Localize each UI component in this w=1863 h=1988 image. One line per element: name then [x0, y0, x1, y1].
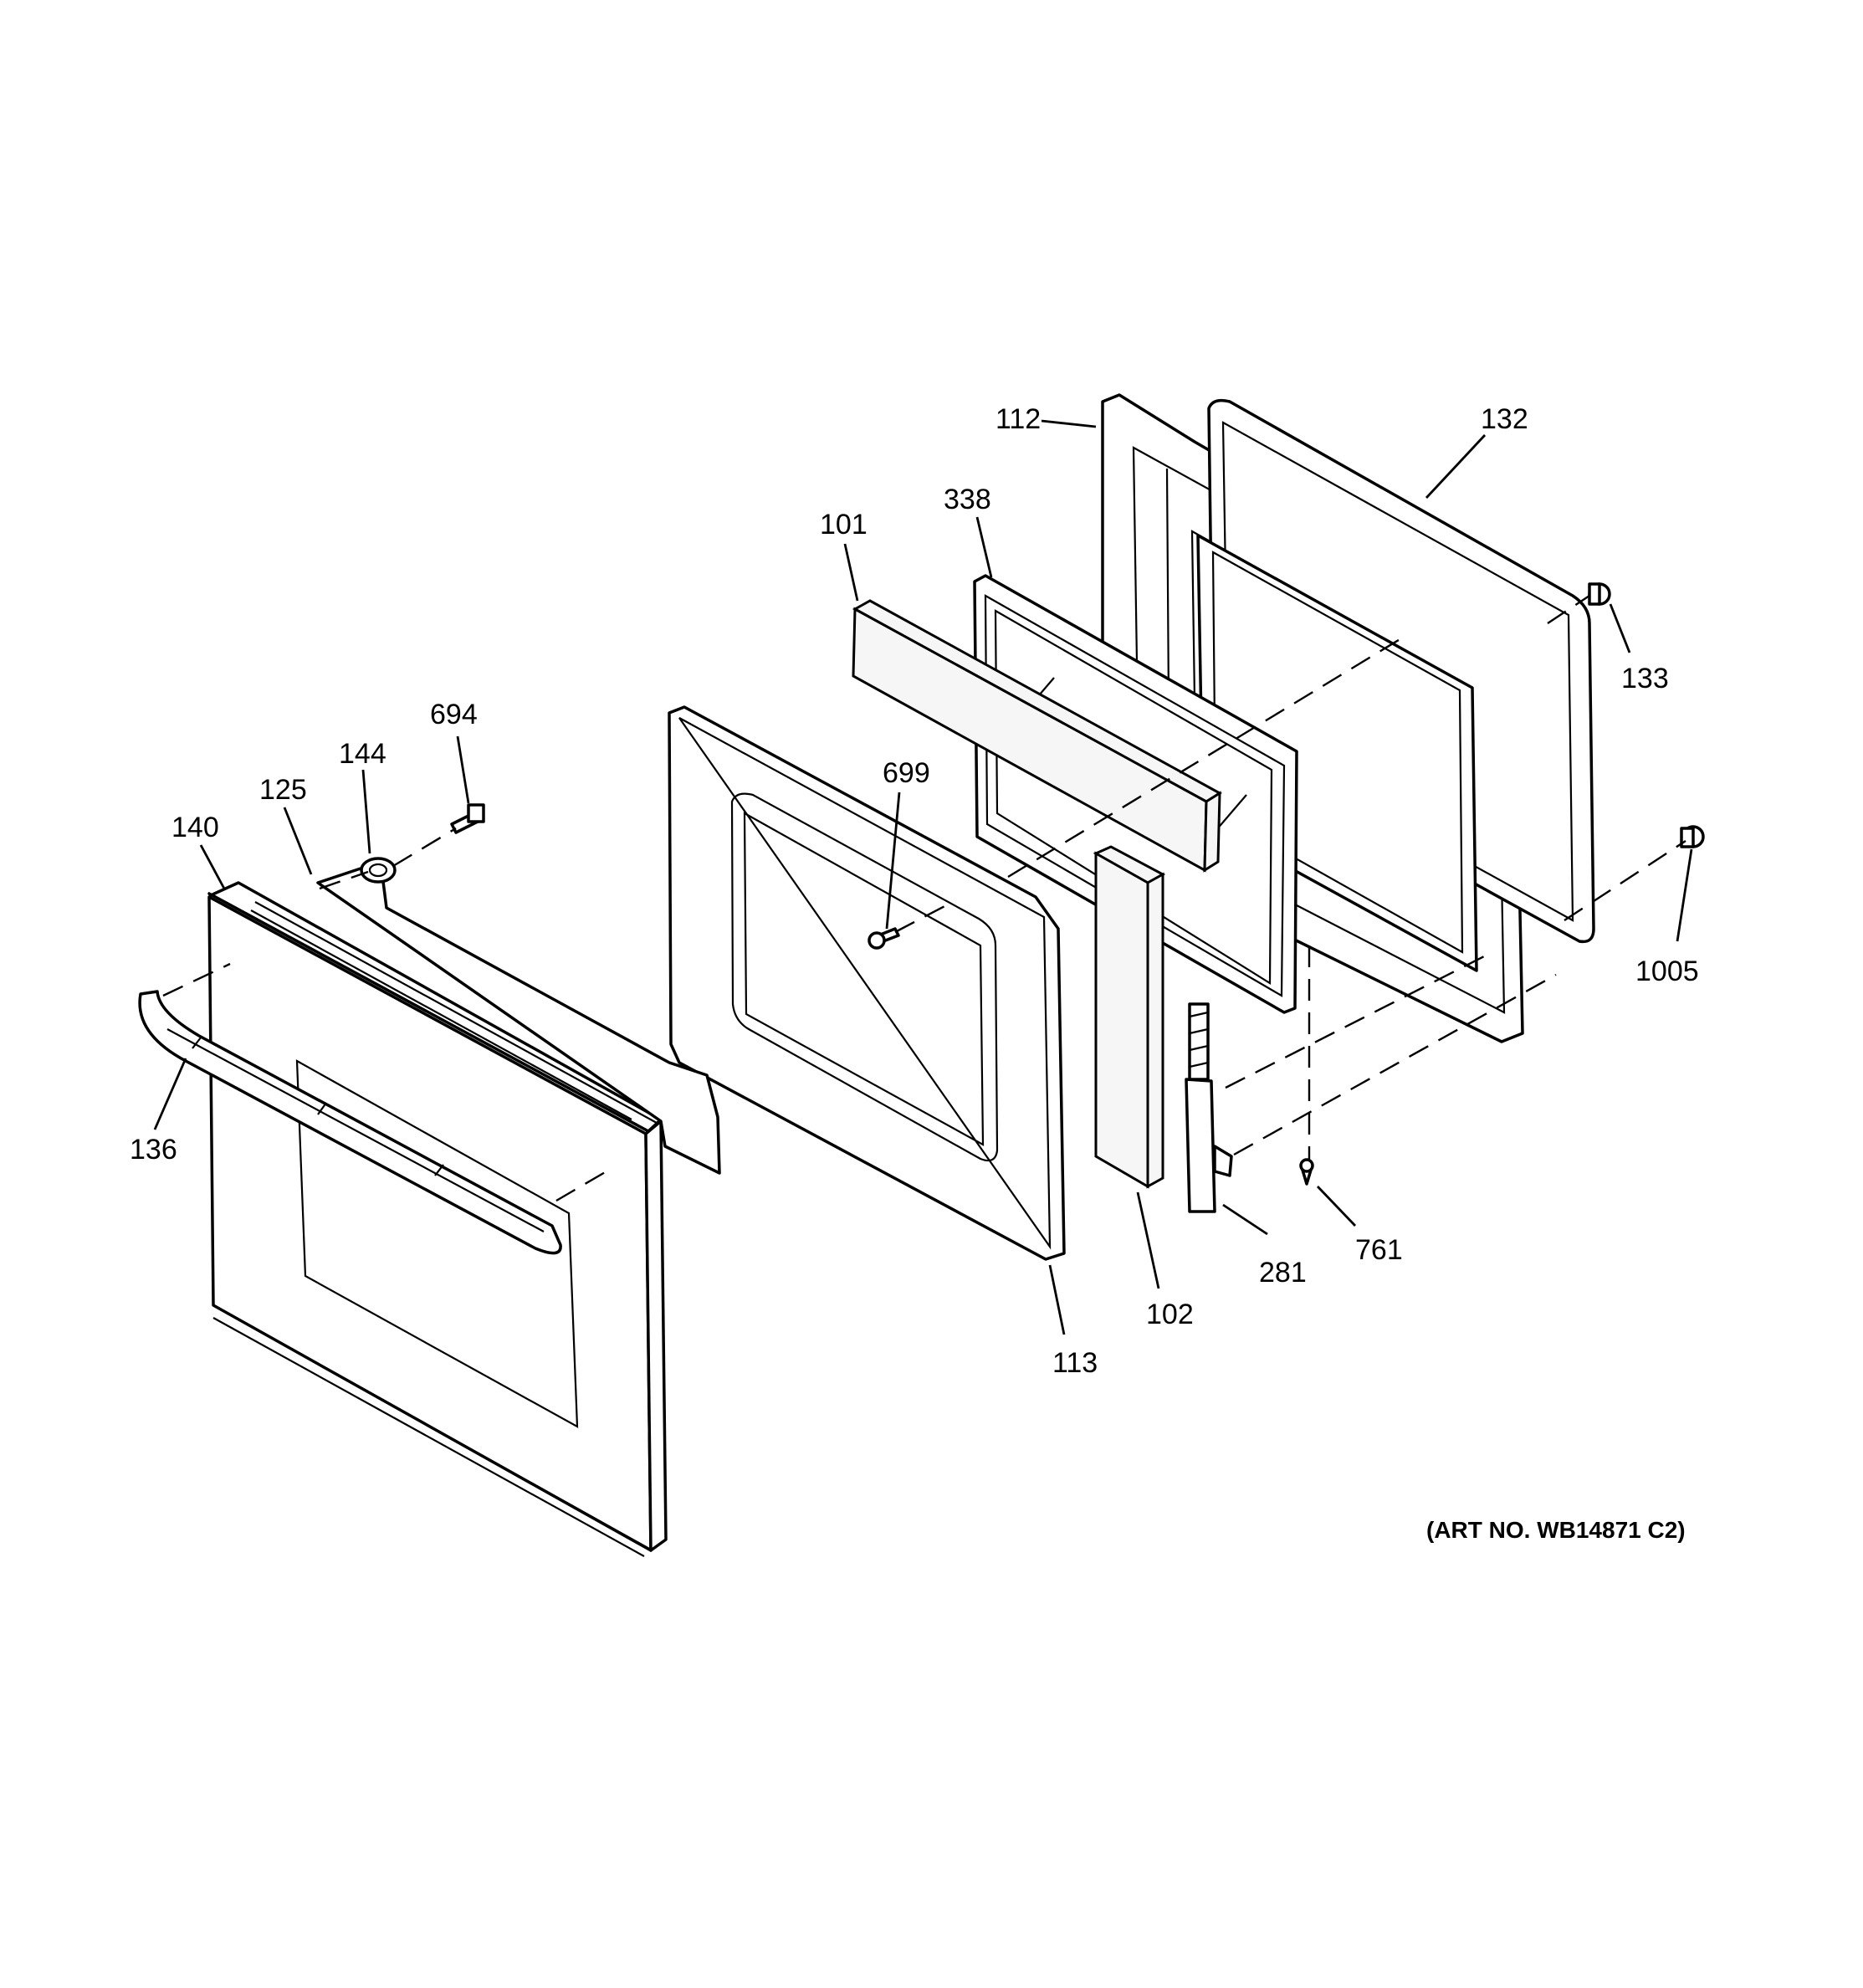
callout-281: 281	[1259, 1257, 1307, 1289]
screw-694	[450, 803, 485, 834]
door-handle	[138, 990, 562, 1255]
callout-133: 133	[1621, 663, 1669, 694]
assembly-lines	[162, 594, 1686, 1202]
callout-102: 102	[1146, 1299, 1194, 1330]
art-number: (ART NO. WB14871 C2)	[1426, 1517, 1686, 1543]
screw-133	[1588, 582, 1611, 606]
callout-132: 132	[1481, 403, 1528, 435]
callout-112: 112	[995, 403, 1041, 435]
callout-125: 125	[259, 774, 307, 806]
screw-699	[868, 927, 900, 950]
callout-1005: 1005	[1635, 956, 1699, 987]
callout-140: 140	[171, 812, 219, 843]
top-insulation	[852, 599, 1222, 873]
inner-door-panel	[668, 705, 1066, 1261]
callout-113: 113	[1052, 1347, 1098, 1379]
callout-761: 761	[1355, 1234, 1403, 1266]
callout-699: 699	[883, 757, 930, 789]
clip	[360, 857, 397, 884]
vent-trim	[254, 860, 721, 1175]
callout-101: 101	[820, 509, 868, 541]
outer-door-panel	[207, 881, 668, 1557]
screw-1005	[1680, 825, 1705, 848]
screw-761	[1299, 1158, 1314, 1186]
callout-338: 338	[944, 484, 991, 515]
leader-lines	[153, 419, 1693, 1335]
callout-694: 694	[430, 699, 478, 730]
hinge	[1185, 1002, 1233, 1213]
callout-136: 136	[130, 1134, 177, 1166]
callout-144: 144	[339, 738, 386, 770]
side-insulation	[1093, 845, 1166, 1189]
